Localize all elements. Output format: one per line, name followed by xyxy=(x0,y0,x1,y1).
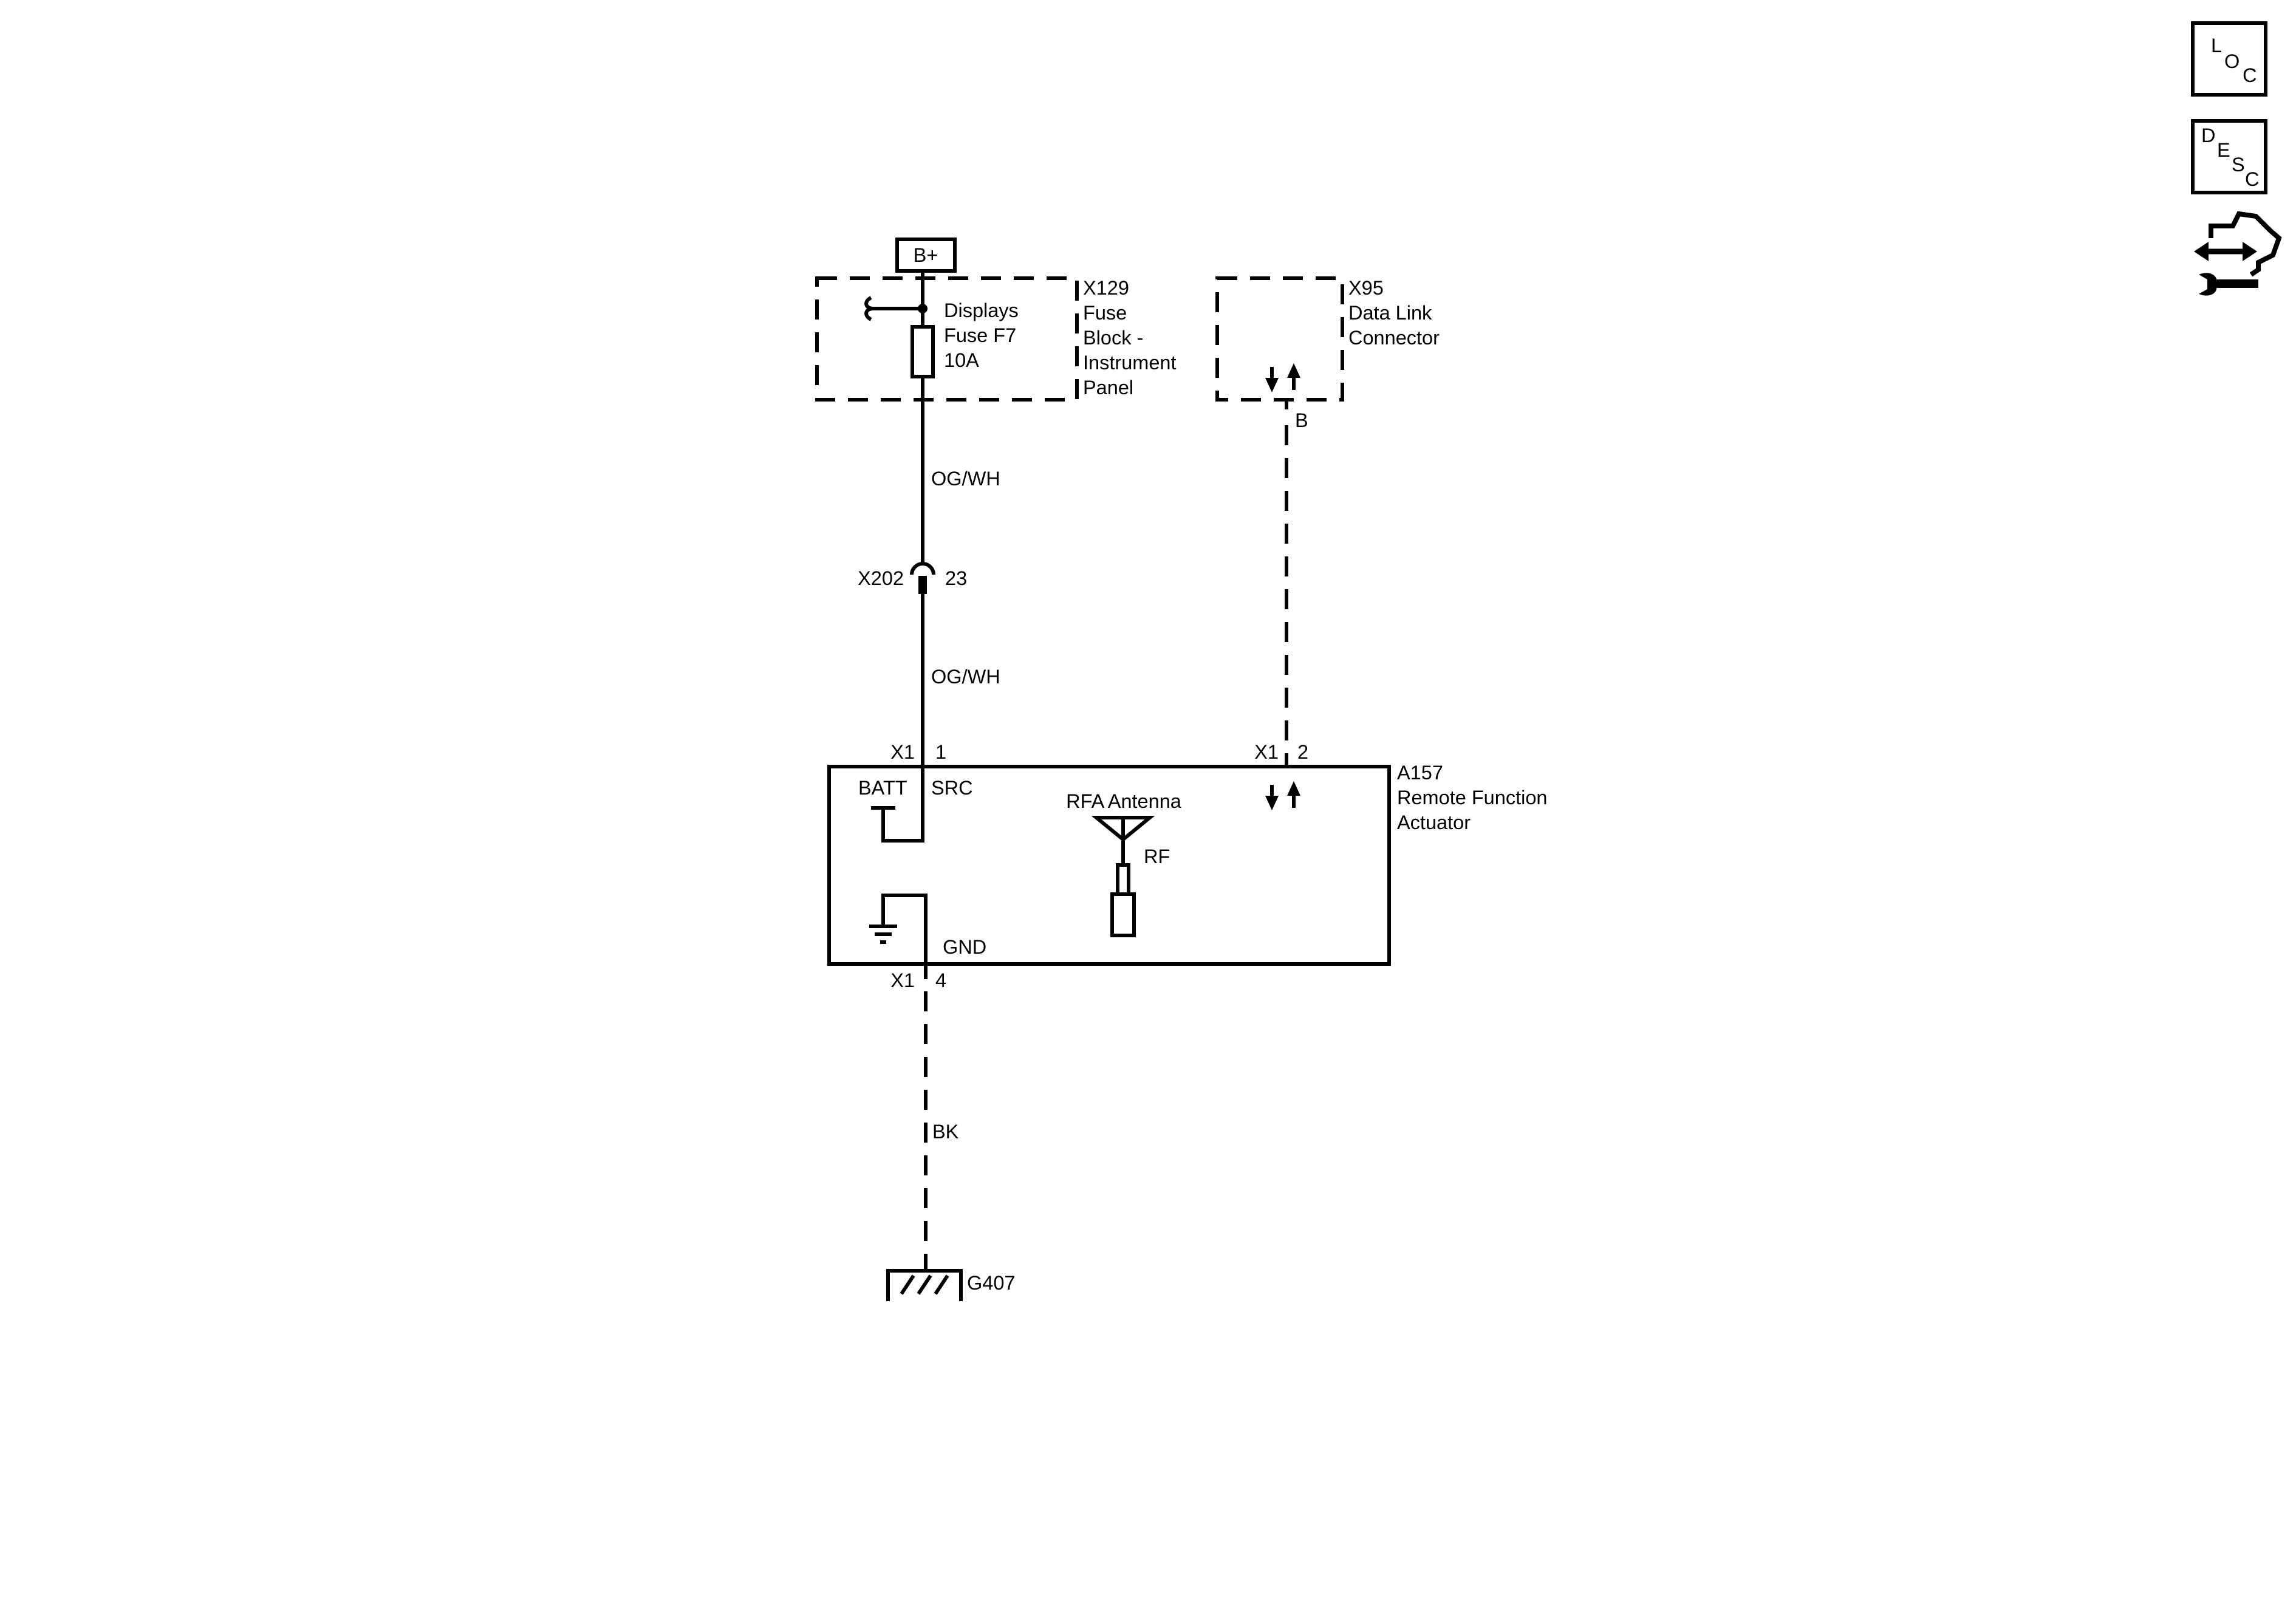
fuse-label-line-3: 10A xyxy=(944,349,979,371)
conn-gnd-pin: 4 xyxy=(935,969,946,991)
batt-label: BATT xyxy=(858,777,907,799)
fuse-block-name-line-2: Block - xyxy=(1083,327,1143,349)
wire-bk-ground: BK xyxy=(924,964,959,1270)
svg-text:S: S xyxy=(2232,154,2245,176)
fuse-f7-icon xyxy=(911,325,935,378)
svg-text:L: L xyxy=(2211,35,2222,56)
fuse-block-name-line-4: Panel xyxy=(1083,377,1133,398)
ground-g407-icon xyxy=(886,1269,963,1301)
module-serial-data-arrows-icon xyxy=(1265,781,1300,810)
conn-gnd-connector: X1 xyxy=(890,969,915,991)
connector-views-icon[interactable] xyxy=(2194,211,2282,296)
antenna-label: RFA Antenna xyxy=(1066,790,1182,812)
fuse-label-line-1: Displays xyxy=(944,299,1019,321)
conn-batt-connector: X1 xyxy=(890,741,915,763)
remote-function-actuator-a157: X1 1 X1 2 BATT SRC RFA Antenna RF xyxy=(827,741,1547,991)
inline-connector-x202: X202 23 xyxy=(858,562,967,594)
module-name-line-2: Actuator xyxy=(1397,812,1471,833)
dlc-pin: B xyxy=(1295,409,1308,431)
conn-data-pin: 2 xyxy=(1297,741,1308,763)
wire-og-wh-lower: OG/WH xyxy=(921,594,1000,767)
fuse-block-outline xyxy=(815,276,1079,402)
wire-color-ground: BK xyxy=(932,1121,959,1143)
conn-batt-pin: 1 xyxy=(935,741,946,763)
module-name-line-1: Remote Function xyxy=(1397,787,1547,808)
inline-connector-pin: 23 xyxy=(945,567,967,589)
rfa-antenna-icon xyxy=(1091,816,1155,937)
gnd-label: GND xyxy=(943,936,986,958)
dlc-name-line-2: Connector xyxy=(1348,327,1440,349)
svg-text:O: O xyxy=(2224,50,2240,72)
svg-text:C: C xyxy=(2243,64,2257,86)
inline-connector-id: X202 xyxy=(858,567,904,589)
battery-positive-label: B+ xyxy=(914,244,938,266)
serial-data-arrows-icon xyxy=(1265,363,1300,392)
wire-color-upper: OG/WH xyxy=(931,468,1000,490)
fuse-label-line-2: Fuse F7 xyxy=(944,324,1016,346)
wire-color-lower: OG/WH xyxy=(931,666,1000,688)
data-link-connector-x95: X95 Data Link Connector B xyxy=(1215,276,1440,431)
svg-text:E: E xyxy=(2217,139,2230,161)
dlc-name-line-1: Data Link xyxy=(1348,302,1432,324)
dlc-outline xyxy=(1215,276,1344,402)
fuse-block-name-line-3: Instrument xyxy=(1083,352,1177,374)
fuse-block-x129: Displays Fuse F7 10A X129 Fuse Block - I… xyxy=(815,276,1177,402)
dlc-id: X95 xyxy=(1348,277,1384,299)
conn-data-connector: X1 xyxy=(1254,741,1279,763)
loc-icon[interactable]: L O C xyxy=(2191,21,2267,97)
fuse-block-id: X129 xyxy=(1083,277,1129,299)
src-label: SRC xyxy=(931,777,973,799)
svg-text:C: C xyxy=(2245,168,2259,190)
fuse-block-name-line-1: Fuse xyxy=(1083,302,1127,324)
module-internal-ground-icon xyxy=(869,894,928,964)
desc-icon[interactable]: D E S C xyxy=(2191,119,2267,194)
ground-id: G407 xyxy=(967,1272,1016,1294)
battery-positive-supply: B+ xyxy=(895,238,957,307)
wire-og-wh-upper: OG/WH xyxy=(921,400,1000,565)
module-id: A157 xyxy=(1397,762,1443,784)
rf-label: RF xyxy=(1144,846,1170,867)
svg-text:D: D xyxy=(2201,125,2215,146)
